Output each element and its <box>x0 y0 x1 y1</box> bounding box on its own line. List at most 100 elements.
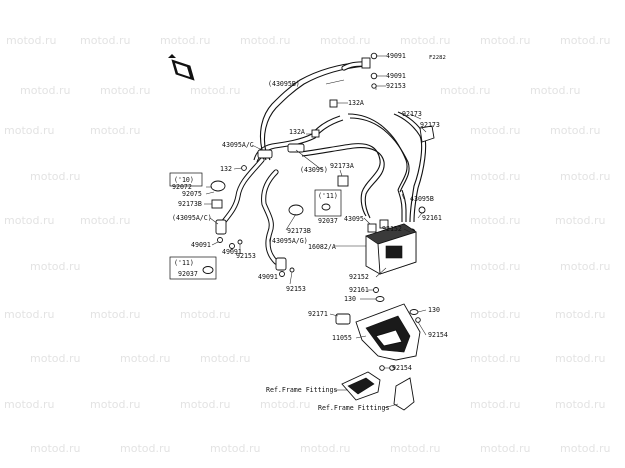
part-label: 130 <box>344 295 356 303</box>
watermark: motod.ru <box>20 84 70 97</box>
watermark: motod.ru <box>30 170 80 183</box>
note-box-10: ('10) <box>169 172 203 187</box>
watermark: motod.ru <box>470 398 520 411</box>
note-11a-label: ('11) <box>318 192 338 200</box>
part-label: 43095 <box>344 215 364 223</box>
watermark: motod.ru <box>180 398 230 411</box>
clamp-132a-2 <box>311 129 320 138</box>
spacer-92154-bottom <box>379 365 385 371</box>
watermark: motod.ru <box>530 84 580 97</box>
part-label: 92152 <box>349 273 369 281</box>
part-label: 132A <box>289 128 305 136</box>
washer-92153-center <box>289 267 295 273</box>
clamp-92173a <box>337 175 349 187</box>
banjo-fitting-top <box>361 57 371 69</box>
part-label: 92154 <box>392 364 412 372</box>
watermark: motod.ru <box>4 124 54 137</box>
washer-92153-left <box>237 239 243 245</box>
part-label: 92173A <box>330 162 354 170</box>
watermark: motod.ru <box>300 442 350 455</box>
part-label: 92173 <box>402 110 422 118</box>
ref-frame-fittings-label: Ref.Frame Fittings <box>318 404 389 412</box>
watermark: motod.ru <box>6 34 56 47</box>
watermark: motod.ru <box>90 124 140 137</box>
part-label: (43095A/G) <box>268 237 308 245</box>
part-label: 92072 <box>172 183 192 191</box>
bolt-49091-top <box>370 52 378 60</box>
clamp-132a-1 <box>329 99 338 108</box>
watermark: motod.ru <box>4 214 54 227</box>
part-label: 92037 <box>178 270 198 278</box>
nut-130-left <box>375 296 385 302</box>
cap-92072 <box>210 180 226 192</box>
watermark: motod.ru <box>260 398 310 411</box>
watermark: motod.ru <box>470 170 520 183</box>
watermark: motod.ru <box>4 308 54 321</box>
bolt-49091-left <box>217 237 223 243</box>
watermark: motod.ru <box>400 34 450 47</box>
part-label: (43095A/C) <box>172 214 212 222</box>
clamp-92173b <box>288 204 304 216</box>
watermark: motod.ru <box>470 260 520 273</box>
leader-lines <box>204 55 427 409</box>
part-label: 49091 <box>386 52 406 60</box>
watermark: motod.ru <box>120 352 170 365</box>
watermark: motod.ru <box>480 34 530 47</box>
watermark-layer: motod.ru motod.ru motod.ru motod.ru moto… <box>4 34 610 455</box>
part-label: (43095) <box>300 166 328 174</box>
part-label: (43095B) <box>268 80 300 88</box>
clip-132 <box>241 165 247 171</box>
brake-hoses <box>219 61 365 265</box>
part-label: 16082/A <box>308 243 336 251</box>
part-label: 92153 <box>236 252 256 260</box>
fittings <box>210 52 435 371</box>
note-11b-label: ('11) <box>174 259 194 267</box>
part-label: 92173 <box>420 121 440 129</box>
watermark: motod.ru <box>470 308 520 321</box>
washer-92153-top <box>371 83 377 89</box>
nut-130-right <box>409 309 419 315</box>
watermark: motod.ru <box>550 124 600 137</box>
banjo-center <box>275 257 287 271</box>
brake-pipes <box>253 61 427 223</box>
watermark: motod.ru <box>555 214 605 227</box>
bracket-92173 <box>419 125 435 143</box>
bolt-49091-b <box>370 72 378 80</box>
grommet-92173b <box>211 199 223 209</box>
watermark: motod.ru <box>4 398 54 411</box>
watermark: motod.ru <box>100 84 150 97</box>
part-label: 92075 <box>182 190 202 198</box>
abs-hydraulic-unit <box>365 219 417 275</box>
part-label: 92171 <box>308 310 328 318</box>
abs-bracket <box>335 303 421 411</box>
part-label: 49091 <box>222 248 242 256</box>
note-box-11b: ('11) <box>169 256 217 280</box>
joint-43095 <box>287 143 305 153</box>
part-label: 92153 <box>286 285 306 293</box>
watermark: motod.ru <box>440 84 490 97</box>
part-label: 43095B <box>410 195 434 203</box>
part-label: 130 <box>428 306 440 314</box>
part-label: 92037 <box>318 217 338 225</box>
note-box-11a: ('11) <box>314 189 342 217</box>
part-label: 43095A/C <box>222 141 254 149</box>
watermark: motod.ru <box>560 260 610 273</box>
front-direction-arrow-icon <box>168 54 195 81</box>
watermark: motod.ru <box>470 214 520 227</box>
watermark: motod.ru <box>555 308 605 321</box>
ref-frame-fittings-label: Ref.Frame Fittings <box>266 386 337 394</box>
bolt-49091-left2 <box>229 243 235 249</box>
watermark: motod.ru <box>210 442 260 455</box>
banjo-left <box>215 219 227 235</box>
part-label: 92161 <box>422 214 442 222</box>
watermark: motod.ru <box>90 308 140 321</box>
watermark: motod.ru <box>470 124 520 137</box>
watermark: motod.ru <box>390 442 440 455</box>
watermark: motod.ru <box>560 442 610 455</box>
diagram-code: F2282 <box>429 55 446 61</box>
part-label: 92173B <box>178 200 202 208</box>
bolt-92161-right <box>418 206 426 214</box>
part-label: 92154 <box>428 331 448 339</box>
watermark: motod.ru <box>240 34 290 47</box>
